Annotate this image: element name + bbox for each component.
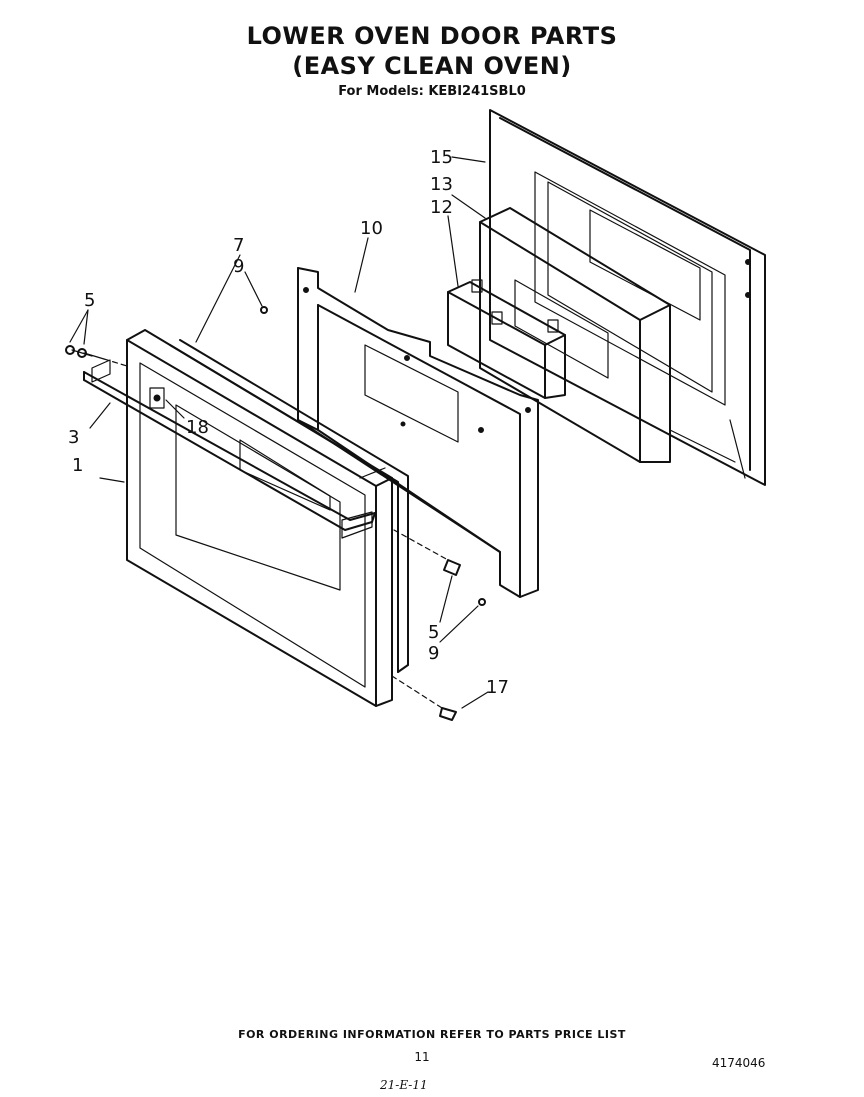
screw-parts (65, 306, 486, 721)
document-number: 4174046 (712, 1056, 766, 1070)
callout-5-right: 5 (428, 622, 439, 643)
part-18-latch-bracket (149, 387, 165, 409)
part-1-door-frame (126, 329, 393, 707)
callout-9-left: 9 (233, 256, 244, 277)
callout-9-right: 9 (428, 643, 439, 664)
callout-18: 18 (186, 417, 209, 438)
assembly-dash-lines (103, 358, 449, 709)
part-10-inner-door-liner (297, 267, 539, 598)
page-number: 11 (414, 1050, 430, 1064)
part-12-bracket-box (447, 279, 566, 399)
callout-3: 3 (68, 427, 79, 448)
callout-13: 13 (430, 174, 453, 195)
callout-7: 7 (233, 235, 244, 256)
callout-5-left: 5 (84, 290, 95, 311)
handwritten-note: 21-E-11 (380, 1078, 428, 1092)
page-title-line2: (EASY CLEAN OVEN) (292, 52, 572, 80)
part-3-handle (83, 359, 376, 539)
callout-1: 1 (72, 455, 83, 476)
callout-15: 15 (430, 147, 453, 168)
part-7-door-trim (169, 339, 409, 673)
callout-10: 10 (360, 218, 383, 239)
part-15-outer-door-panel (489, 109, 766, 486)
ordering-info-note: FOR ORDERING INFORMATION REFER TO PARTS … (238, 1028, 626, 1041)
callout-12: 12 (430, 197, 453, 218)
model-number-label: For Models: KEBI241SBL0 (338, 84, 526, 99)
callout-17: 17 (486, 677, 509, 698)
part-13-glass-pack (479, 207, 671, 463)
page-title-line1: LOWER OVEN DOOR PARTS (246, 22, 618, 50)
callout-leaders (69, 156, 489, 709)
